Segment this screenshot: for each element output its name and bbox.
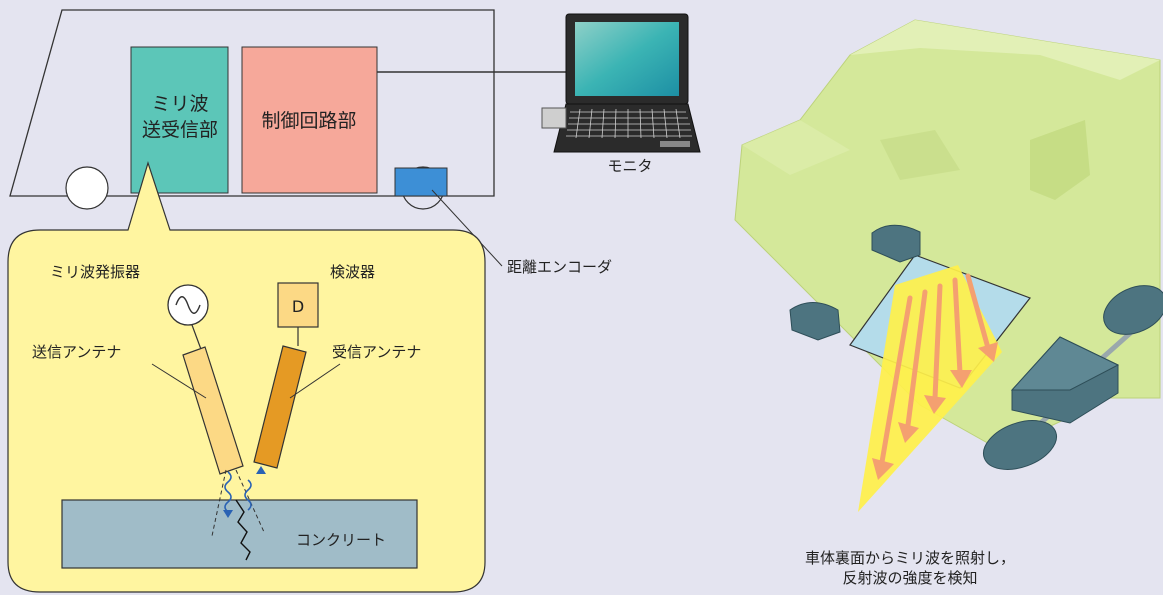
incident-wave-arrowhead	[223, 510, 233, 518]
incident-wave	[224, 471, 232, 513]
encoder-box	[394, 167, 448, 197]
control-circuit-block	[241, 46, 378, 194]
callout-bubble	[7, 160, 486, 593]
beam-arrow-1	[879, 295, 913, 465]
reflected-wave-arrowhead	[256, 466, 266, 474]
millimeter-wave-beam	[858, 265, 1002, 512]
wheel-front-right	[983, 420, 1057, 470]
monitor-label: モニタ	[607, 157, 652, 175]
caption-line2: 反射波の強度を検知	[842, 569, 978, 587]
pad-upper	[871, 224, 921, 263]
sine-wave-icon	[175, 296, 201, 314]
caption: 車体裏面からミリ波を照射し， 反射波の強度を検知	[760, 548, 1060, 588]
receive-antenna-leader	[289, 363, 341, 399]
beam-line-1	[211, 469, 227, 537]
wheel-rear-right	[1103, 285, 1163, 335]
transmit-antenna-label: 送信アンテナ	[32, 343, 121, 361]
oscillator-lead	[191, 324, 203, 353]
encoder-label: 距離エンコーダ	[507, 258, 612, 276]
caption-line1: 車体裏面からミリ波を照射し，	[804, 549, 1015, 567]
detector-symbol: D	[292, 297, 304, 316]
vehicle-underside-illustration	[734, 19, 1163, 512]
beam-arrow-3	[932, 283, 943, 401]
pad-lower	[789, 302, 841, 341]
beam-arrow-5	[965, 273, 991, 351]
laptop-monitor	[541, 13, 701, 153]
transmit-antenna-leader	[151, 363, 207, 399]
receive-antenna-label: 受信アンテナ	[332, 343, 421, 361]
transmit-antenna	[182, 346, 244, 475]
beam-arrow-4	[952, 277, 963, 376]
reflected-wave	[244, 479, 252, 511]
receive-antenna	[253, 345, 307, 469]
control-circuit-label: 制御回路部	[261, 110, 356, 132]
transceiver-label-line2: 送受信部	[142, 119, 218, 141]
transceiver-label-line1: ミリ波	[151, 93, 208, 115]
beam-arrow-2	[905, 289, 928, 428]
detector-label: 検波器	[330, 263, 375, 281]
encoder-leader	[431, 189, 503, 267]
beam-line-2	[235, 469, 265, 533]
vehicle-outline	[9, 9, 495, 197]
concrete-label: コンクリート	[296, 531, 386, 549]
oscillator-label: ミリ波発振器	[50, 263, 140, 281]
wheel-left	[65, 166, 109, 210]
concrete-block	[61, 499, 418, 569]
concrete-crack	[235, 499, 251, 561]
